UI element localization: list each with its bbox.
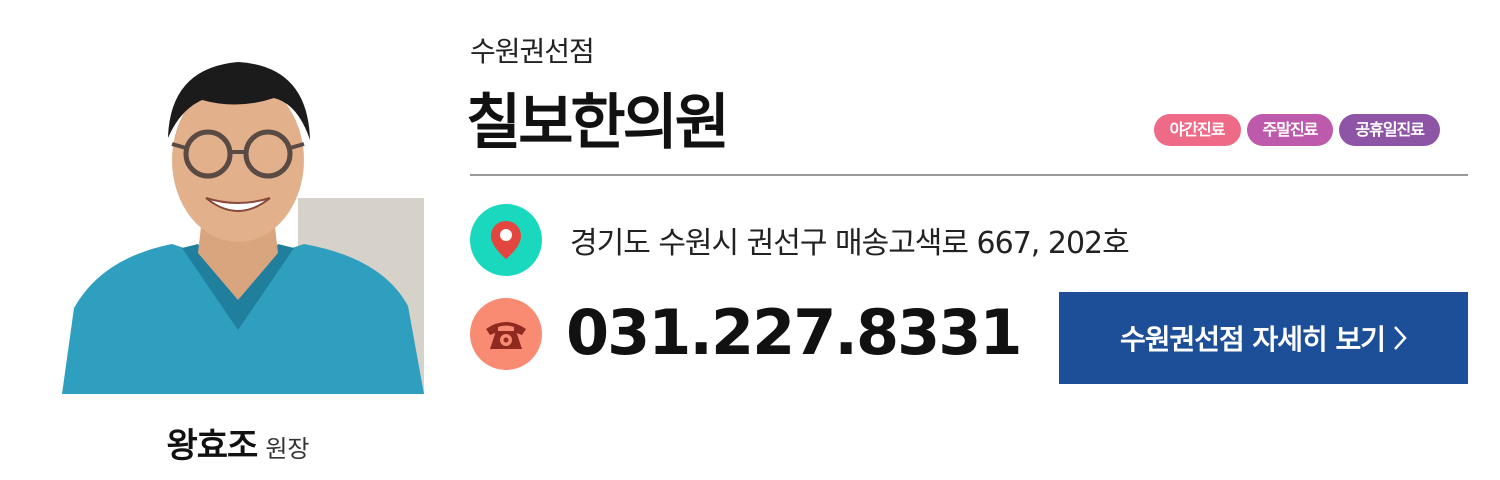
- branch-detail-button[interactable]: 수원권선점 자세히 보기: [1059, 292, 1468, 384]
- badge-night: 야간진료: [1153, 114, 1241, 146]
- divider: [470, 174, 1468, 176]
- telephone-icon: [470, 298, 542, 370]
- branch-detail-label: 수원권선점 자세히 보기: [1119, 323, 1386, 356]
- badge-weekend: 주말진료: [1246, 114, 1334, 146]
- badge-holiday: 공휴일진료: [1339, 114, 1440, 146]
- doctor-name: 왕효조: [166, 426, 258, 466]
- doctor-title: 원장: [265, 435, 310, 463]
- chevron-right-icon: [1393, 325, 1407, 351]
- clinic-name: 칠보한의원: [466, 88, 730, 158]
- service-badges: 야간진료 주말진료 공휴일진료: [1153, 114, 1440, 146]
- doctor-photo: [52, 48, 424, 394]
- location-pin-icon: [470, 204, 542, 276]
- branch-name: 수원권선점: [470, 35, 595, 68]
- clinic-address: 경기도 수원시 권선구 매송고색로 667, 202호: [570, 226, 1130, 261]
- clinic-phone[interactable]: 031.227.8331: [566, 296, 1023, 369]
